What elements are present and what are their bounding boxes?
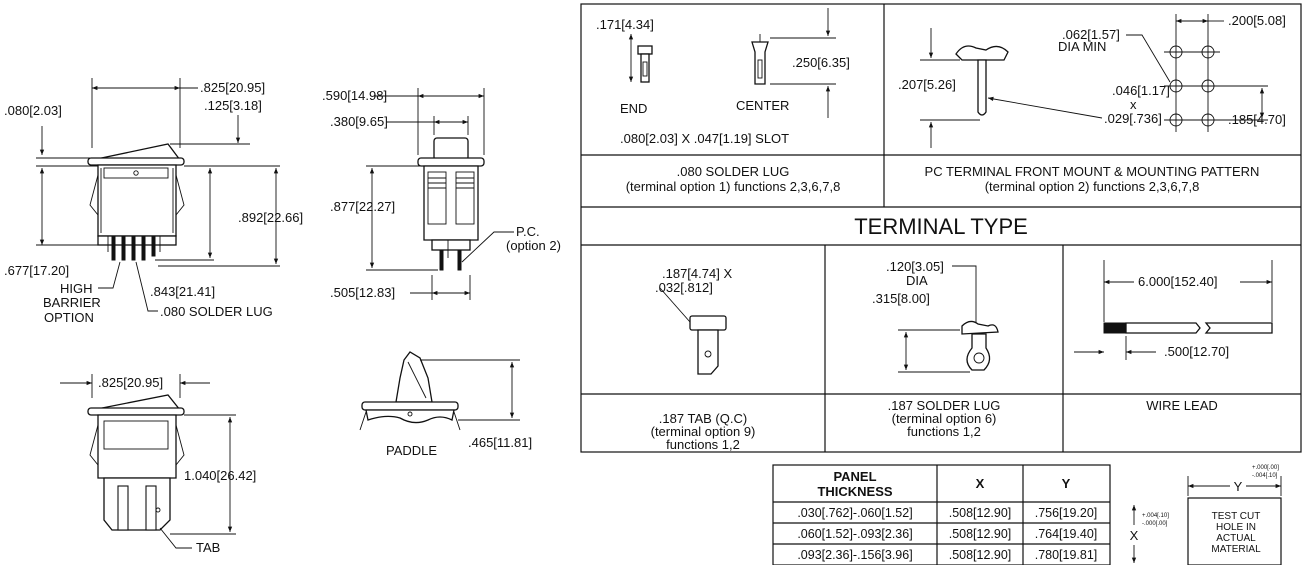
solder-lug-6-cell: .120[3.05] DIA .315[8.00] .187 SOLDER LU… [872,259,1000,439]
tab-view: .825[20.95] 1.040[26.42] TAB [60,374,256,555]
end-label: END [620,101,647,116]
pc-caption-2: (terminal option 2) functions 2,3,6,7,8 [985,179,1200,194]
front-lug-dim: .843[21.41] [150,284,215,299]
cutout-label-4: MATERIAL [1211,544,1261,555]
front-rocker-dim: .080[2.03] [4,103,62,118]
panel-cell: .764[19.40] [1035,527,1098,541]
cutout-label-1: TEST CUT [1212,511,1261,522]
lug6-height-dim: .315[8.00] [872,291,930,306]
side-height-dim: .877[22.27] [330,199,395,214]
side-inner-dim: .380[9.65] [330,114,388,129]
tab-qc-cell: .187[4.74] X .032[.812] .187 TAB (Q.C) (… [651,266,756,452]
pc-caption-1: PC TERMINAL FRONT MOUNT & MOUNTING PATTE… [925,164,1260,179]
center-label: CENTER [736,98,789,113]
pc-label-1: P.C. [516,224,540,239]
cutout-x-tol-1: +.004[.10] [1142,513,1169,519]
tab-qc-dim-2: .032[.812] [655,280,713,295]
pc-height-dim: .207[5.26] [898,77,956,92]
cutout-x-tol-2: -.000[.00] [1142,521,1168,527]
cutout-x-label: X [1130,528,1139,543]
wire-length-dim: 6.000[152.40] [1138,274,1218,289]
barrier-label-1: HIGH [60,281,93,296]
side-base-dim: .505[12.83] [330,285,395,300]
hole-dim-1: .062[1.57] [1062,27,1120,42]
center-dim: .250[6.35] [792,55,850,70]
panel-cell: .508[12.90] [949,506,1012,520]
lug6-caption-1: .187 SOLDER LUG [888,398,1001,413]
tab-qc-caption-1: .187 TAB (Q.C) [659,411,747,426]
side-top-dim: .590[14.98] [322,88,387,103]
pc-label-2: (option 2) [506,238,561,253]
terminal-table: TERMINAL TYPE .171[4.34] END .250[6.35] … [580,3,1302,453]
test-cutout: TEST CUT HOLE IN ACTUAL MATERIAL Y +.000… [1130,465,1282,565]
cutout-y-label: Y [1234,479,1243,494]
front-view: .825[20.95] .125[3.18] .080[2.03] .677[1… [4,78,303,325]
mounting-pattern [1164,40,1220,132]
panel-table: PANEL THICKNESS X Y .030[.762]-.060[1.52… [772,464,1111,565]
lug6-caption-3: functions 1,2 [907,424,981,439]
header-x: X [976,476,985,491]
hole-dim-2: DIA MIN [1058,39,1106,54]
pc-terminal-cell: .207[5.26] .062[1.57] DIA MIN .046[1.17]… [898,13,1286,194]
pitch-x-dim: .200[5.08] [1228,13,1286,28]
pin-dim-3: .029[.736] [1104,111,1162,126]
cutout-label-3: ACTUAL [1216,533,1256,544]
slot-label: .080[2.03] X .047[1.19] SLOT [620,131,789,146]
lug6-hole-dim-1: .120[3.05] [886,259,944,274]
paddle-height-dim: .465[11.81] [468,435,532,450]
tab-height-dim: 1.040[26.42] [184,468,256,483]
panel-cell: .756[19.20] [1035,506,1098,520]
panel-cell: .030[.762]-.060[1.52] [797,506,912,520]
wire-strip-dim: .500[12.70] [1164,344,1229,359]
lug6-hole-dim-2: DIA [906,273,928,288]
tab-qc-caption-3: functions 1,2 [666,437,740,452]
cutout-y-tol-2: -.004[.10] [1252,473,1278,479]
front-step-dim: .125[3.18] [204,98,262,113]
pin-dim-2: x [1130,97,1137,112]
lug6-caption-2: (terminal option 6) [892,411,997,426]
panel-cell: .093[2.36]-.156[3.96] [797,548,912,562]
barrier-label-3: OPTION [44,310,94,325]
side-view: .590[14.98] .380[9.65] .877[22.27] .505[… [322,88,561,300]
tab-qc-caption-2: (terminal option 9) [651,424,756,439]
front-lug-label: .080 SOLDER LUG [160,304,273,319]
pin-dim-1: .046[1.17] [1112,83,1170,98]
cutout-y-tol-1: +.000[.00] [1252,465,1279,471]
header-y: Y [1062,476,1071,491]
paddle-view: .465[11.81] PADDLE [359,351,532,458]
panel-rows: .030[.762]-.060[1.52] .508[12.90] .756[19.… [797,506,1097,562]
panel-cell: .780[19.81] [1035,548,1098,562]
panel-cell: .508[12.90] [949,527,1012,541]
side-ribs [428,177,474,189]
wire-caption: WIRE LEAD [1146,398,1218,413]
solder-lug-caption-1: .080 SOLDER LUG [677,164,790,179]
tab-qc-dim-1: .187[4.74] X [662,266,732,281]
wire-lead-cell: 6.000[152.40] .500[12.70] WIRE LEAD [1074,260,1273,413]
front-height-dim: .892[22.66] [238,210,303,225]
tab-label: TAB [196,540,220,555]
panel-cell: .060[1.52]-.093[2.36] [797,527,912,541]
solder-lug-caption-2: (terminal option 1) functions 2,3,6,7,8 [626,179,841,194]
cutout-label-2: HOLE IN [1216,522,1256,533]
paddle-label: PADDLE [386,443,437,458]
pitch-y-dim: .185[4.70] [1228,112,1286,127]
header-panel-2: THICKNESS [817,484,892,499]
terminal-type-title: TERMINAL TYPE [854,214,1028,239]
end-dim: .171[4.34] [596,17,654,32]
panel-cell: .508[12.90] [949,548,1012,562]
front-body-dim: .677[17.20] [4,263,69,278]
tab-width-dim: .825[20.95] [98,375,163,390]
solder-lug-cell: .171[4.34] END .250[6.35] CENTER .080[2.… [596,8,850,194]
barrier-label-2: BARRIER [43,295,101,310]
header-panel-1: PANEL [833,469,876,484]
front-width-dim: .825[20.95] [200,80,265,95]
